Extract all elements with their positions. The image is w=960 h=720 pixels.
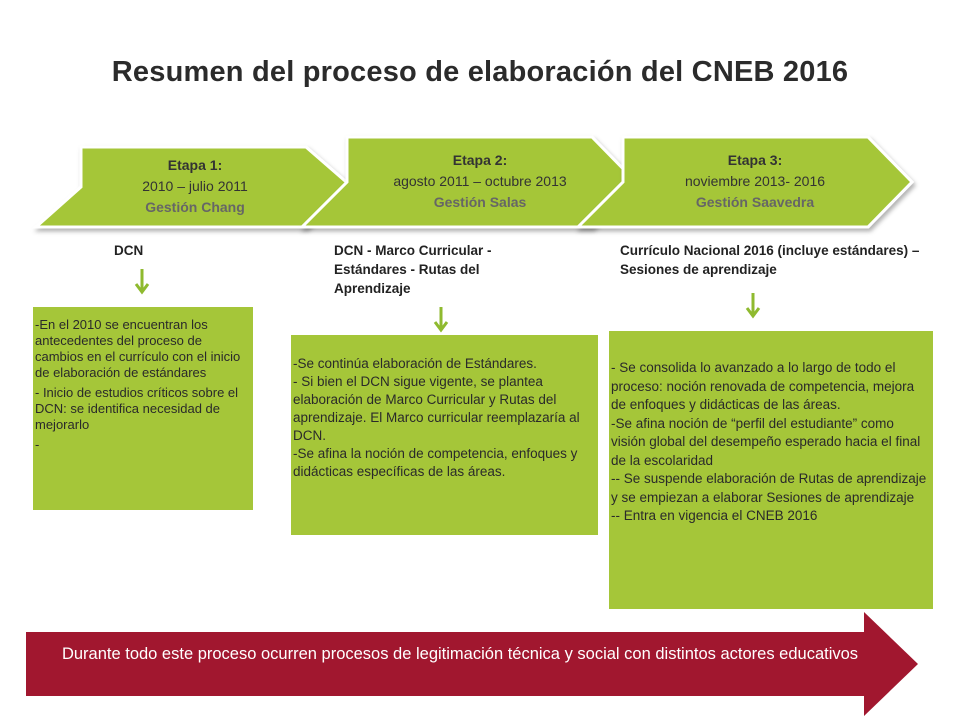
stage-1-dates: 2010 – julio 2011 xyxy=(142,178,248,194)
stage-3-label: Etapa 3: xyxy=(727,152,783,168)
stage-1-label: Etapa 1: xyxy=(167,157,223,173)
stage-2-dates: agosto 2011 – octubre 2013 xyxy=(393,173,567,189)
stage-2-detail: -Se continúa elaboración de Estándares. xyxy=(293,356,537,371)
stage-3-dates: noviembre 2013- 2016 xyxy=(684,173,826,189)
stage-3-detail: -Se afina noción de “perfil del estudian… xyxy=(611,415,921,468)
stage-1: Etapa 1: 2010 – julio 2011 Gestión Chang xyxy=(80,155,310,218)
stage-2-detail: -Se afina la noción de competencia, enfo… xyxy=(293,446,578,479)
stage-3-management: Gestión Saavedra xyxy=(695,194,815,210)
stage-2-outcome: DCN - Marco Curricular - Estándares - Ru… xyxy=(334,243,492,296)
stage-3-details: - Se consolida lo avanzado a lo largo de… xyxy=(609,331,933,609)
stage-3: Etapa 3: noviembre 2013- 2016 Gestión Sa… xyxy=(620,150,890,213)
stage-3-detail: - Se consolida lo avanzado a lo largo de… xyxy=(611,360,915,412)
stage-2-detail: - Si bien el DCN sigue vigente, se plant… xyxy=(293,374,580,443)
stage-2-details: -Se continúa elaboración de Estándares. … xyxy=(291,335,598,535)
stage-1-detail: - Inicio de estudios críticos sobre el D… xyxy=(35,385,239,432)
stage-1-details: -En el 2010 se encuentran los antecedent… xyxy=(33,307,253,510)
stage-1-outcome: DCN xyxy=(114,243,144,258)
stage-1-detail: - xyxy=(35,437,40,452)
arrow-down-icon xyxy=(745,293,761,319)
stage-2-management: Gestión Salas xyxy=(433,194,527,210)
arrow-down-icon xyxy=(433,307,449,333)
stage-2: Etapa 2: agosto 2011 – octubre 2013 Gest… xyxy=(345,150,615,213)
stage-3-detail: -- Entra en vigencia el CNEB 2016 xyxy=(611,508,818,523)
stage-1-management: Gestión Chang xyxy=(145,199,245,215)
stage-3-detail: -- Se suspende elaboración de Rutas de a… xyxy=(611,471,927,505)
stage-1-detail: -En el 2010 se encuentran los antecedent… xyxy=(35,317,241,380)
stage-3-outcome: Currículo Nacional 2016 (incluye estánda… xyxy=(620,243,920,277)
arrow-down-icon xyxy=(134,269,150,295)
page-title: Resumen del proceso de elaboración del C… xyxy=(111,56,849,88)
stage-2-label: Etapa 2: xyxy=(452,152,508,168)
stage-3-chevron xyxy=(574,135,915,229)
banner-text: Durante todo este proceso ocurren proces… xyxy=(61,645,859,663)
